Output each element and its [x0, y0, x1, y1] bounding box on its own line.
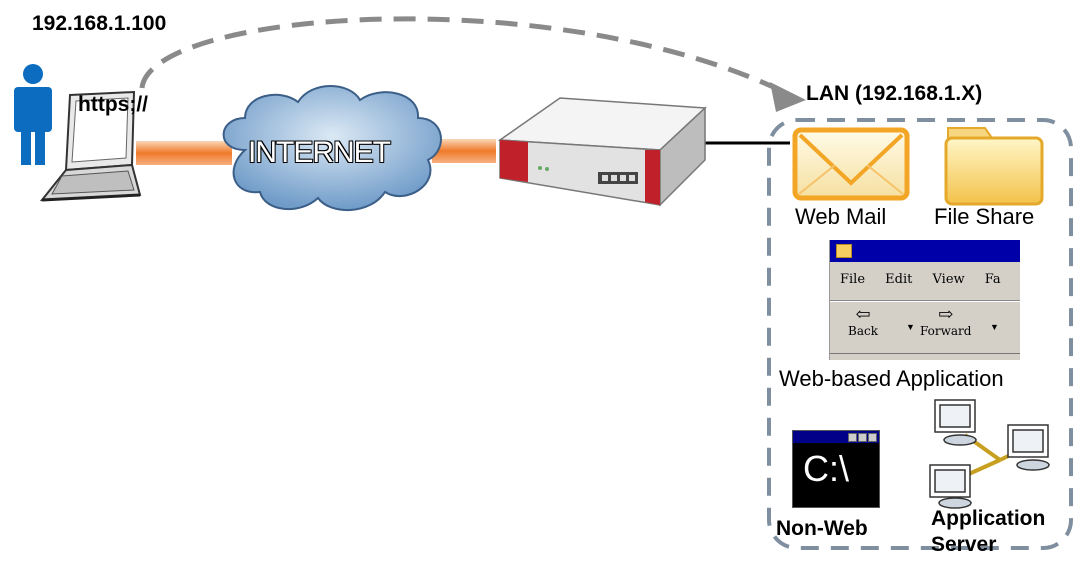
connection-arc: [139, 16, 792, 98]
browser-title-bar: [830, 240, 1020, 262]
menu-view: View: [932, 272, 965, 287]
browser-menu: File Edit View Fa: [840, 272, 1017, 287]
link-internet-router: [432, 139, 496, 163]
address-bar-edge: [830, 353, 1020, 354]
back-dropdown-icon: ▼: [906, 322, 915, 332]
laptop-icon: [39, 90, 142, 202]
menu-file: File: [840, 272, 866, 287]
client-ip-label: 192.168.1.100: [32, 12, 167, 35]
forward-arrow-icon: ⇨: [938, 304, 954, 325]
back-button: ⇦ Back: [848, 304, 878, 339]
internet-label: INTERNET: [248, 136, 391, 169]
browser-window-icon: File Edit View Fa ⇦ Back ▼ ⇨ Forward ▼: [829, 240, 1020, 360]
folder-icon: [944, 127, 1044, 206]
network-computers-icon: [929, 399, 1050, 509]
terminal-title-bar: [793, 431, 879, 443]
app-server-label: Application Server: [931, 506, 1045, 558]
web-app-label: Web-based Application: [779, 366, 1004, 391]
forward-dropdown-icon: ▼: [990, 322, 999, 332]
cloud-icon: [222, 85, 442, 211]
user-icon: [14, 64, 52, 165]
non-web-label: Non-Web: [776, 517, 868, 540]
file-share-label: File Share: [934, 204, 1035, 229]
web-mail-label: Web Mail: [795, 204, 887, 229]
menu-edit: Edit: [885, 272, 913, 287]
arc-arrowhead-icon: [770, 82, 806, 112]
forward-button: ⇨ Forward: [920, 304, 972, 339]
router-icon: [497, 97, 707, 207]
folder-small-icon: [836, 244, 852, 258]
back-arrow-icon: ⇦: [855, 304, 871, 325]
menu-favorites: Fa: [984, 272, 1001, 287]
terminal-icon: C:\: [792, 430, 880, 508]
lan-label: LAN (192.168.1.X): [806, 82, 983, 105]
lan-boundary: [767, 118, 1073, 550]
link-client-internet: [136, 141, 232, 165]
mail-icon: [792, 127, 910, 201]
menu-separator: [830, 300, 1020, 302]
app-server-label-line2: Server: [931, 533, 997, 556]
terminal-prompt: C:\: [803, 448, 850, 489]
protocol-label: https;//: [78, 93, 148, 116]
app-server-label-line1: Application: [931, 507, 1046, 530]
